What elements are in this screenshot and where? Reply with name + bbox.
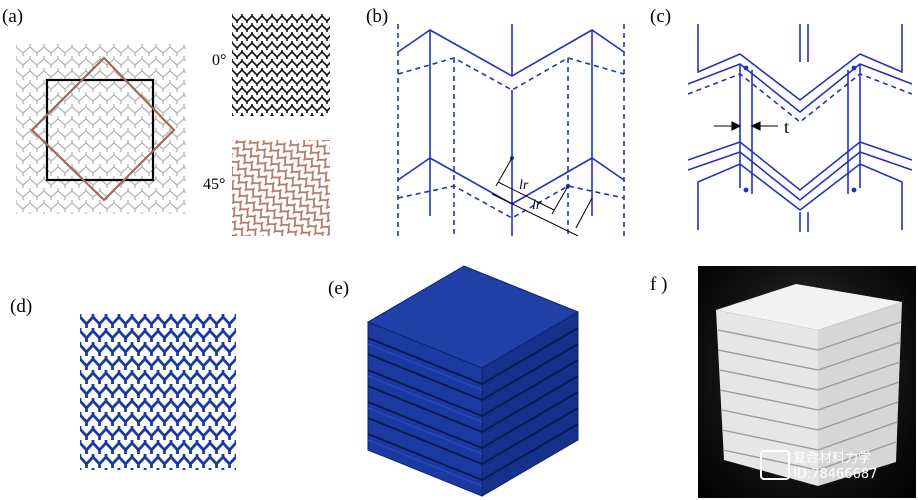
panel-e-3d-structure	[366, 265, 580, 497]
panel-f-photo	[698, 266, 916, 498]
watermark-logo-icon	[760, 450, 790, 480]
panel-b-label: (b)	[366, 6, 389, 27]
panel-b-unit-cell-diagram	[397, 24, 625, 236]
lattice-0-deg	[232, 14, 330, 116]
panel-d-label: (d)	[10, 296, 33, 317]
panel-e-label: (e)	[328, 278, 350, 299]
dimension-lr-short: lr	[519, 178, 529, 193]
printed-white-lattice-block	[716, 284, 902, 486]
angle-45-label: 45°	[203, 176, 226, 193]
panel-d-blue-lattice	[80, 314, 236, 470]
rotated-square-frame	[30, 56, 176, 202]
lattice-45-deg	[232, 140, 330, 236]
black-square-frame	[45, 78, 155, 182]
panel-c-wall-thickness-diagram	[687, 24, 913, 232]
thickness-label-t: t	[784, 117, 790, 137]
panel-a-label: (a)	[2, 6, 24, 27]
panel-a-lattice-figure	[16, 44, 186, 214]
gray-lattice	[16, 44, 186, 214]
angle-0-label: 0°	[212, 52, 227, 69]
panel-f-label: f )	[650, 274, 668, 295]
watermark-line2: ID:78466687	[793, 467, 878, 482]
watermark-line1: 复合材料力学	[793, 451, 872, 466]
panel-c-label: (c)	[650, 6, 672, 27]
dimension-lr-long: lr	[532, 198, 542, 213]
